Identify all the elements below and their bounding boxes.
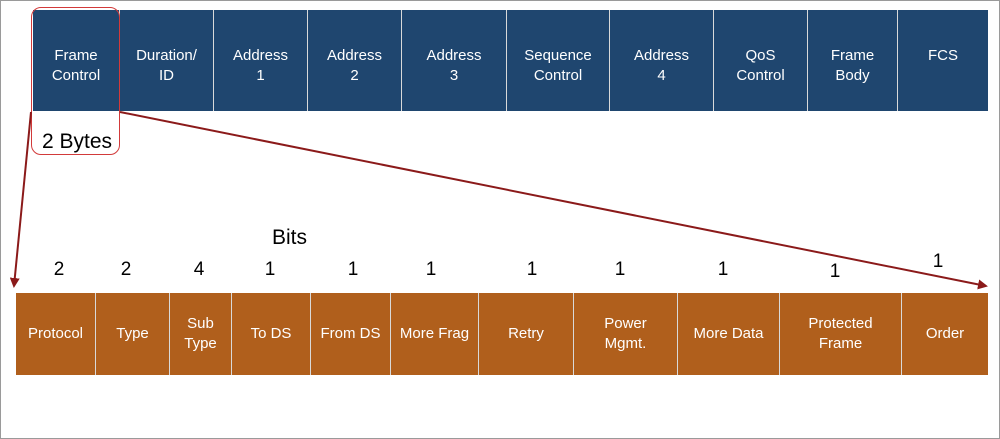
subfield-order: Order bbox=[925, 325, 965, 342]
field-duration-id: Duration/ ID bbox=[120, 10, 214, 111]
field-address-3: Address 3 bbox=[402, 10, 507, 111]
subfield-power-mgmt: Power Mgmt. bbox=[574, 293, 678, 375]
bytes-label: 2 Bytes bbox=[42, 130, 113, 153]
field-sequence-control: Sequence Control bbox=[507, 10, 610, 111]
arrow-right bbox=[119, 111, 988, 290]
bits-from-ds: 1 bbox=[347, 259, 359, 280]
subfield-subtype: Sub Type bbox=[170, 293, 232, 375]
subfield-protocol: Protocol bbox=[16, 293, 96, 375]
subfield-retry: Retry bbox=[479, 293, 574, 375]
bits-more-data: 1 bbox=[717, 259, 729, 280]
arrow-left bbox=[9, 111, 32, 288]
frame-control-highlight bbox=[31, 7, 120, 155]
bits-title: Bits bbox=[272, 226, 308, 249]
bits-to-ds: 1 bbox=[264, 259, 276, 280]
bits-retry: 1 bbox=[526, 259, 538, 280]
subfield-to-ds: To DS bbox=[232, 293, 311, 375]
bits-power-mgmt: 1 bbox=[614, 259, 626, 280]
frame-control-row: Protocol Type Sub Type To DS From DS Mor… bbox=[16, 293, 988, 375]
field-address-1: Address 1 bbox=[214, 10, 308, 111]
field-fcs: FCS bbox=[928, 47, 958, 64]
bits-type: 2 bbox=[120, 259, 132, 280]
field-frame-body: Frame Body bbox=[808, 10, 898, 111]
subfield-more-frag: More Frag bbox=[391, 293, 479, 375]
subfield-protected-frame: Protected Frame bbox=[780, 293, 902, 375]
subfield-type: Type bbox=[96, 293, 170, 375]
subfield-from-ds: From DS bbox=[311, 293, 391, 375]
bits-subtype: 4 bbox=[193, 259, 205, 280]
mac-frame-row: Frame Control Duration/ ID Address 1 Add… bbox=[33, 10, 988, 111]
field-address-2: Address 2 bbox=[308, 10, 402, 111]
bits-more-frag: 1 bbox=[425, 259, 437, 280]
field-qos-control: QoS Control bbox=[714, 10, 808, 111]
bits-protected-frame: 1 bbox=[829, 261, 841, 282]
subfield-more-data: More Data bbox=[678, 293, 780, 375]
bits-order: 1 bbox=[932, 251, 944, 272]
field-address-4: Address 4 bbox=[610, 10, 714, 111]
bits-protocol: 2 bbox=[53, 259, 65, 280]
